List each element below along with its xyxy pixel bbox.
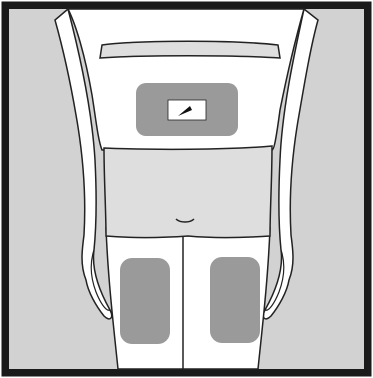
left-thigh-back-site	[120, 258, 170, 344]
waistband	[100, 41, 280, 58]
upper-buttock-site	[136, 83, 238, 136]
underwear	[104, 146, 272, 238]
right-thigh-back-site	[210, 257, 260, 343]
